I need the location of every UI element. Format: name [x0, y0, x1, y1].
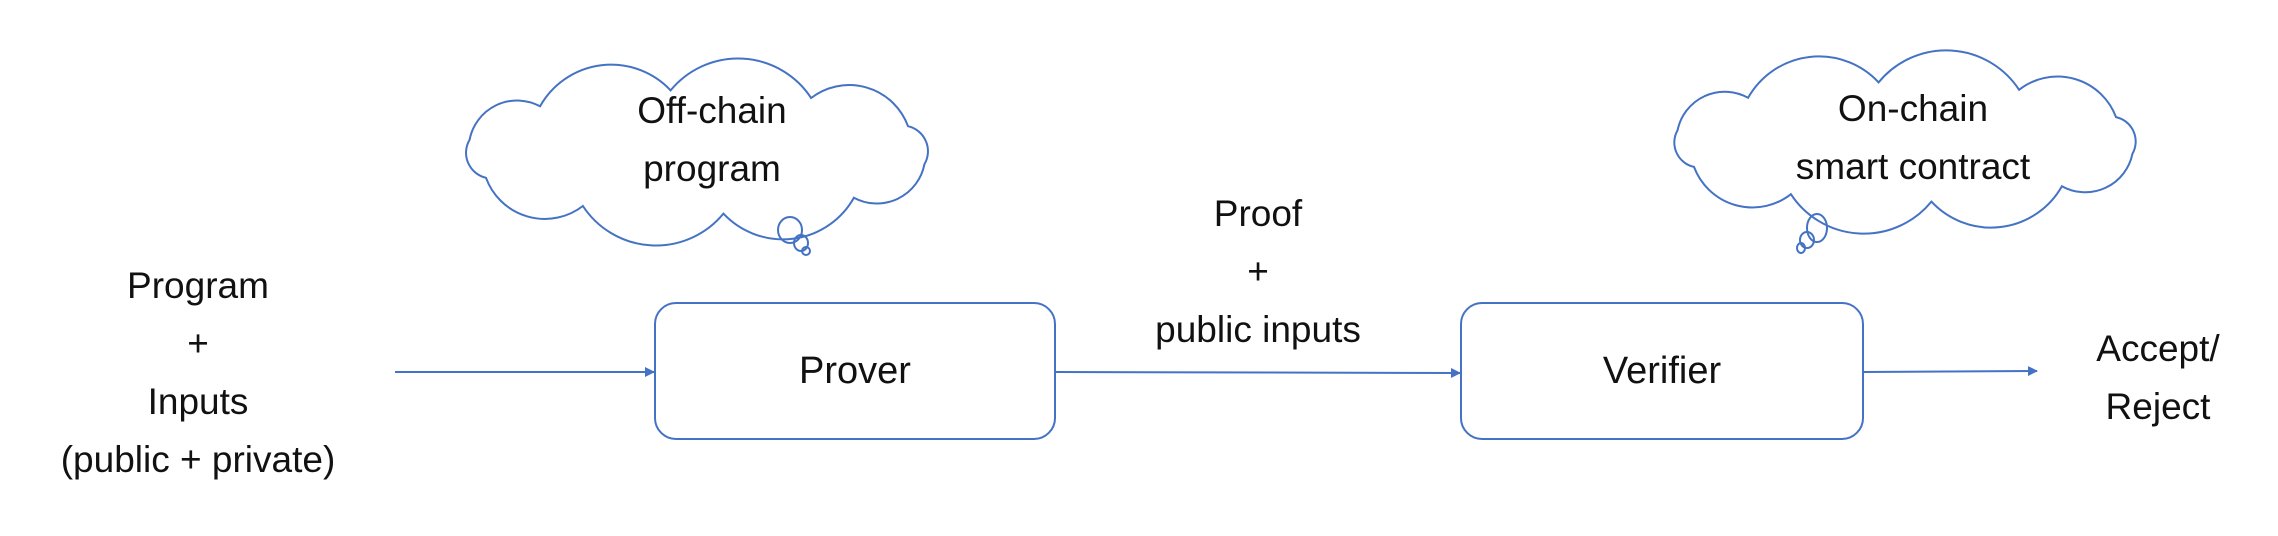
inputs-label-line: (public + private): [60, 439, 336, 480]
output-label-line: Accept/: [2096, 328, 2220, 369]
inputs-label: Program + Inputs (public + private): [61, 257, 336, 489]
arrow-prover-to-verifier: [1055, 367, 1461, 378]
proof-label-line: Proof: [1213, 193, 1303, 234]
verifier-label: Verifier: [1602, 349, 1722, 392]
prover-label: Prover: [799, 349, 911, 392]
prover-thought-text: Off-chain program: [637, 82, 786, 198]
proof-label-line: +: [1247, 251, 1269, 292]
proof-label-line: public inputs: [1155, 309, 1361, 350]
output-label: Accept/ Reject: [2096, 320, 2219, 436]
verifier-thought-text: On-chain smart contract: [1796, 80, 2030, 196]
thought-cloud-prover: [465, 57, 929, 247]
arrow-verifier-to-output: [1863, 366, 2038, 377]
thought-bubbles-verifier: [1796, 213, 1828, 254]
thought-line: program: [643, 148, 781, 189]
prover-box: Prover: [654, 302, 1056, 440]
inputs-label-line: Inputs: [147, 381, 249, 422]
thought-line: On-chain: [1837, 88, 1989, 129]
thought-cloud-verifier: [1673, 49, 2137, 235]
thought-bubbles-prover: [777, 216, 811, 256]
thought-line: smart contract: [1795, 146, 2031, 187]
thought-line: Off-chain: [637, 90, 787, 131]
inputs-label-line: Program: [127, 265, 269, 306]
inputs-label-line: +: [187, 323, 209, 364]
proof-label: Proof + public inputs: [1155, 185, 1361, 359]
verifier-box: Verifier: [1460, 302, 1864, 440]
output-label-line: Reject: [2105, 386, 2211, 427]
